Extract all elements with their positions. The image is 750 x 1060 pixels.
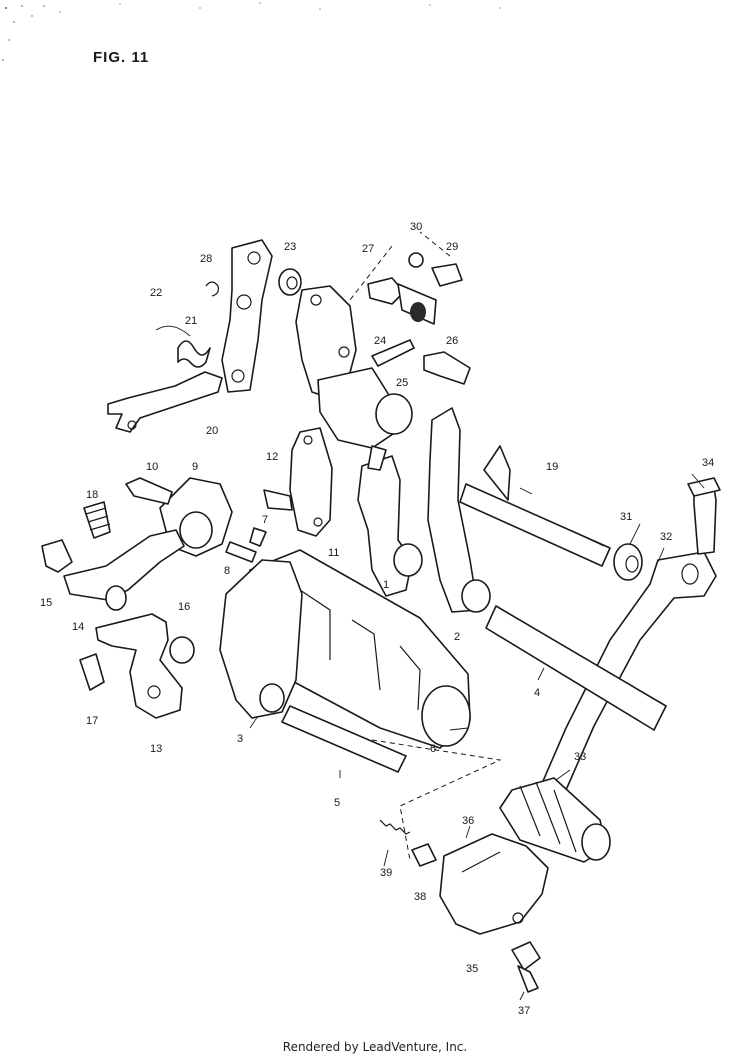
callout-21: 21 xyxy=(185,315,197,327)
cam-guide-part xyxy=(219,559,303,719)
callout-34: 34 xyxy=(702,457,714,469)
spring-part xyxy=(155,325,211,368)
callout-20: 20 xyxy=(206,425,218,437)
callout-37: 37 xyxy=(518,1005,530,1017)
callout-8: 8 xyxy=(224,565,230,577)
callout-7: 7 xyxy=(262,514,268,526)
callout-29: 29 xyxy=(446,241,458,253)
callout-22: 22 xyxy=(150,287,162,299)
callout-30: 30 xyxy=(410,221,422,233)
callout-33: 33 xyxy=(574,751,586,763)
stopper-arm-part xyxy=(41,501,185,611)
callout-15: 15 xyxy=(40,597,52,609)
callout-27: 27 xyxy=(362,243,374,255)
callout-31: 31 xyxy=(620,511,632,523)
callout-1: 1 xyxy=(383,579,389,591)
callout-11: 11 xyxy=(328,547,339,559)
callout-3: 3 xyxy=(237,733,243,745)
callout-18: 18 xyxy=(86,489,98,501)
callout-36: 36 xyxy=(462,815,474,827)
shift-pedal-part xyxy=(539,477,721,791)
shift-arm-part xyxy=(107,239,273,433)
callout-labels: 1 2 3 4 5 6 7 8 9 10 11 12 13 14 15 16 1… xyxy=(40,221,714,1017)
callout-9: 9 xyxy=(192,461,198,473)
stopper-plate-part xyxy=(289,427,333,537)
callout-24: 24 xyxy=(374,335,386,347)
shift-fork-parts xyxy=(357,407,511,613)
callout-35: 35 xyxy=(466,963,478,975)
bolt-parts xyxy=(367,252,471,385)
pedal-rubber-part xyxy=(499,777,611,863)
pawl-shaft-part xyxy=(485,605,667,731)
callout-4: 4 xyxy=(534,687,540,699)
fork-shaft-part xyxy=(459,483,611,567)
callout-12: 12 xyxy=(266,451,278,463)
washer-part-31 xyxy=(613,543,643,581)
shifter-plate-part xyxy=(295,285,415,449)
callout-23: 23 xyxy=(284,241,296,253)
callout-32: 32 xyxy=(660,531,672,543)
callout-6: 6 xyxy=(430,743,436,755)
callout-26: 26 xyxy=(446,335,458,347)
figure-title: FIG. 11 xyxy=(93,49,150,66)
callout-25: 25 xyxy=(396,377,408,389)
cam-shaft-part xyxy=(281,705,407,773)
pin-parts xyxy=(225,489,293,563)
cover-assembly-part xyxy=(379,819,549,993)
callout-17: 17 xyxy=(86,715,98,727)
dashed-guides xyxy=(349,231,502,861)
footer-credit: Rendered by LeadVenture, Inc. xyxy=(282,1040,468,1054)
callout-2: 2 xyxy=(454,631,460,643)
callout-39: 39 xyxy=(380,867,392,879)
callout-14: 14 xyxy=(72,621,84,633)
callout-16: 16 xyxy=(178,601,190,613)
washer-part xyxy=(278,268,302,296)
pawl-plate-part xyxy=(79,613,195,719)
callout-leaders xyxy=(249,473,705,1001)
callout-28: 28 xyxy=(200,253,212,265)
callout-38: 38 xyxy=(414,891,426,903)
callout-5: 5 xyxy=(334,797,340,809)
callout-13: 13 xyxy=(150,743,162,755)
clip-part xyxy=(205,281,219,297)
callout-10: 10 xyxy=(146,461,158,473)
scan-speckle xyxy=(2,2,501,61)
callout-19: 19 xyxy=(546,461,558,473)
